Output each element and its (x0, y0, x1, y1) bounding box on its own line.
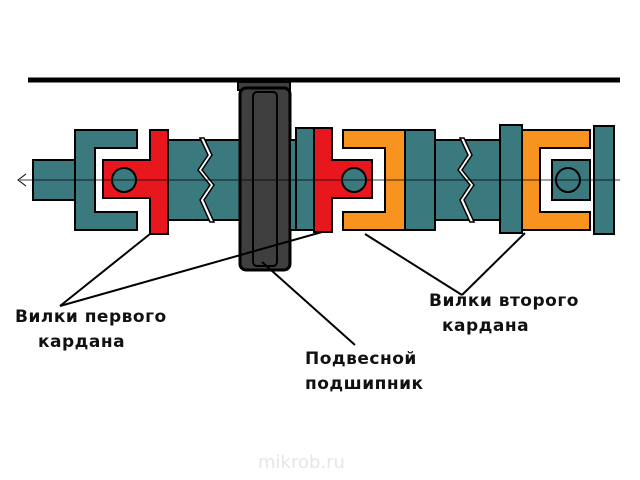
second-cardan-teal-yoke (499, 124, 523, 234)
leader-bearing (261, 261, 356, 346)
label-first-forks-line1: Вилки первого (15, 307, 167, 327)
second-cardan-right-fork (521, 129, 591, 231)
label-bearing-line1: Подвесной (305, 349, 417, 369)
first-cardan-left-fork (74, 129, 138, 231)
label-first-forks-line2: кардана (38, 332, 126, 352)
label-second-forks-line1: Вилки второго (429, 291, 579, 311)
leader-second-2 (461, 232, 526, 296)
shaft-collar (295, 127, 315, 231)
leader-second-1 (364, 233, 463, 296)
leader-first-2 (59, 231, 323, 307)
label-bearing-line2: подшипник (305, 374, 424, 394)
axis-arrow-icon (17, 173, 27, 187)
label-second-forks-line2: кардана (442, 316, 530, 336)
leader-first-1 (59, 233, 151, 307)
watermark: mikrob.ru (258, 452, 345, 473)
